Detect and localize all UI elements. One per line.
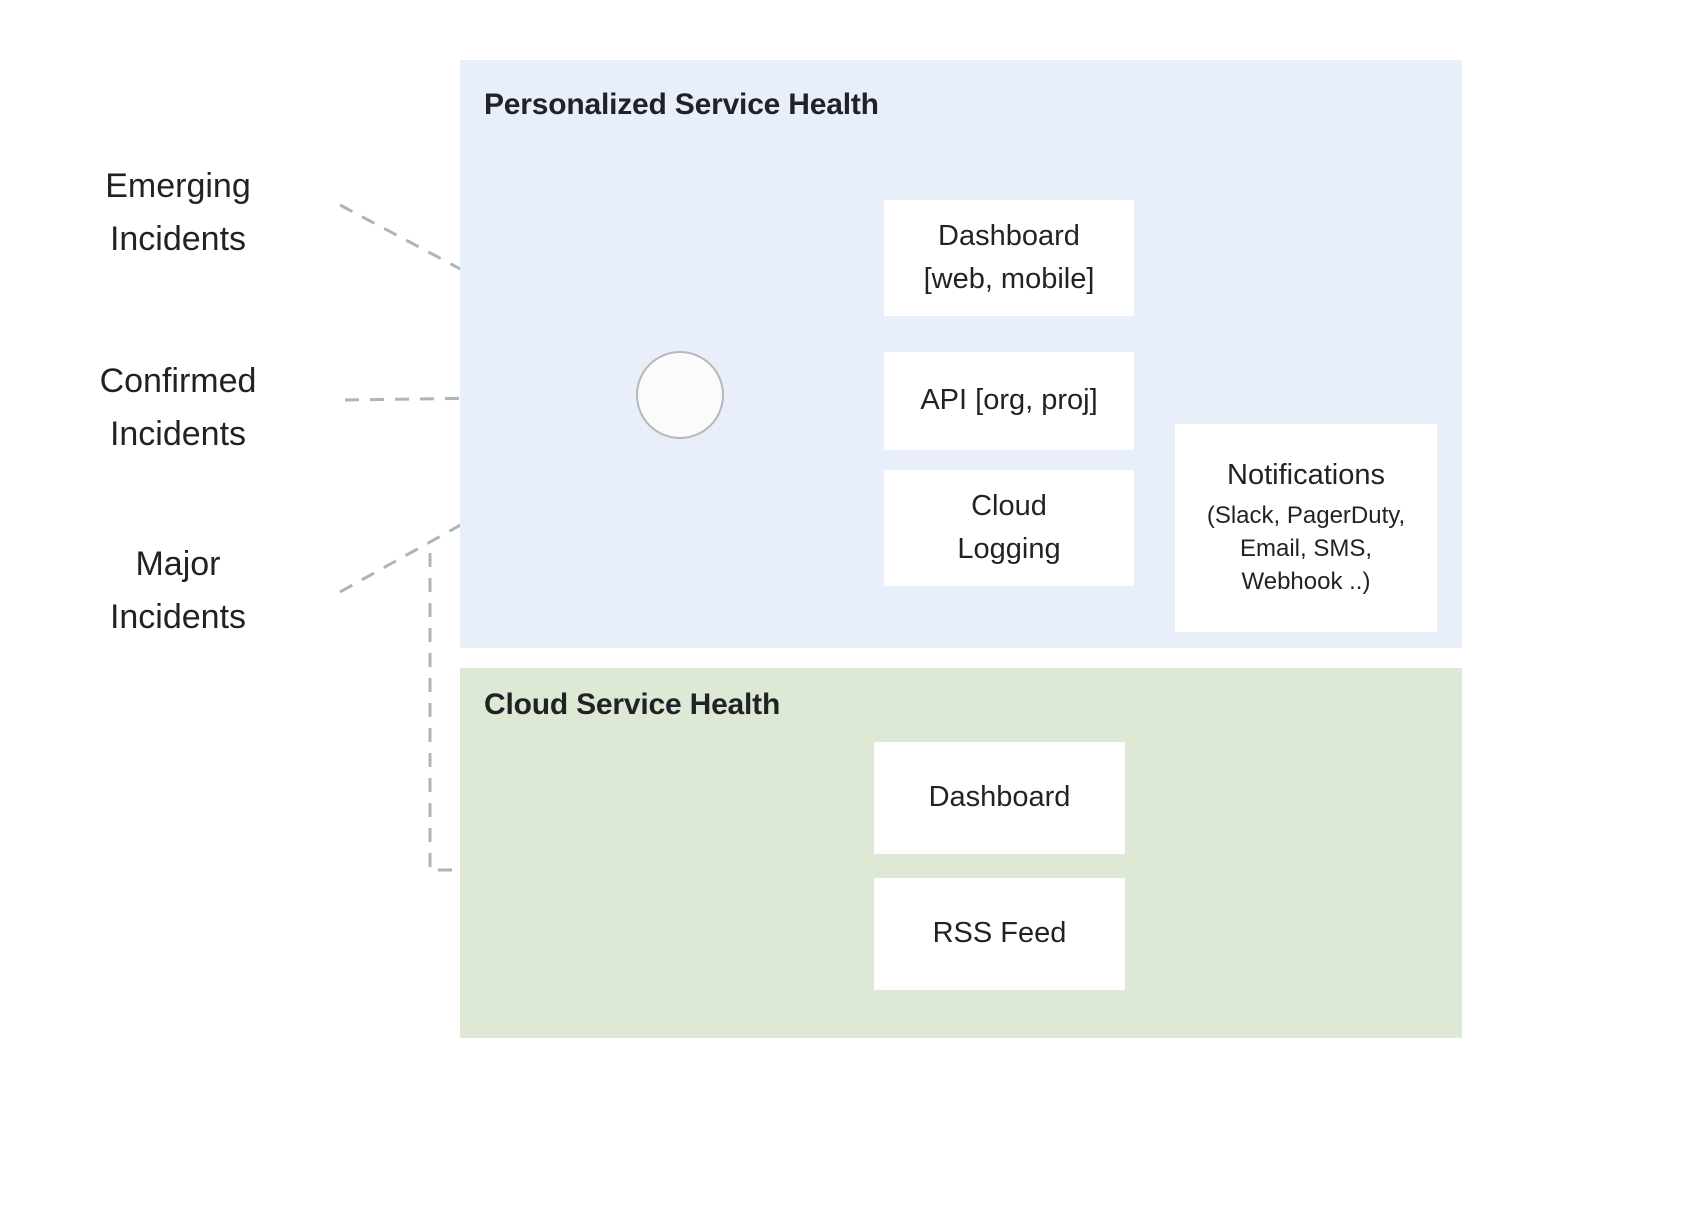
source-label-major-incidents: Major Incidents bbox=[109, 545, 247, 636]
notifications-channels: (Slack, PagerDuty, Email, SMS, Webhook .… bbox=[1206, 502, 1406, 596]
edge-major-to-cloud-branch bbox=[428, 553, 813, 881]
node-rss-feed[interactable]: RSS Feed bbox=[874, 878, 1125, 990]
panel-title-cloud: Cloud Service Health bbox=[484, 688, 781, 721]
notifications-title: Notifications bbox=[1227, 459, 1385, 492]
node-notifications[interactable]: Notifications (Slack, PagerDuty, Email, … bbox=[1175, 424, 1437, 632]
edge-major-to-hub bbox=[339, 430, 630, 594]
node-api-org-proj[interactable]: API [org, proj] bbox=[884, 352, 1134, 450]
panel-title-personalized: Personalized Service Health bbox=[484, 88, 879, 121]
hub-node-circle bbox=[636, 351, 724, 439]
source-label-emerging-incidents: Emerging Incidents bbox=[105, 167, 251, 258]
source-label-confirmed-incidents: Confirmed Incidents bbox=[99, 362, 257, 453]
node-cloud-logging[interactable]: Cloud Logging bbox=[884, 470, 1134, 586]
node-dashboard-web-mobile[interactable]: Dashboard [web, mobile] bbox=[884, 200, 1134, 316]
node-cloud-dashboard[interactable]: Dashboard bbox=[874, 742, 1125, 854]
